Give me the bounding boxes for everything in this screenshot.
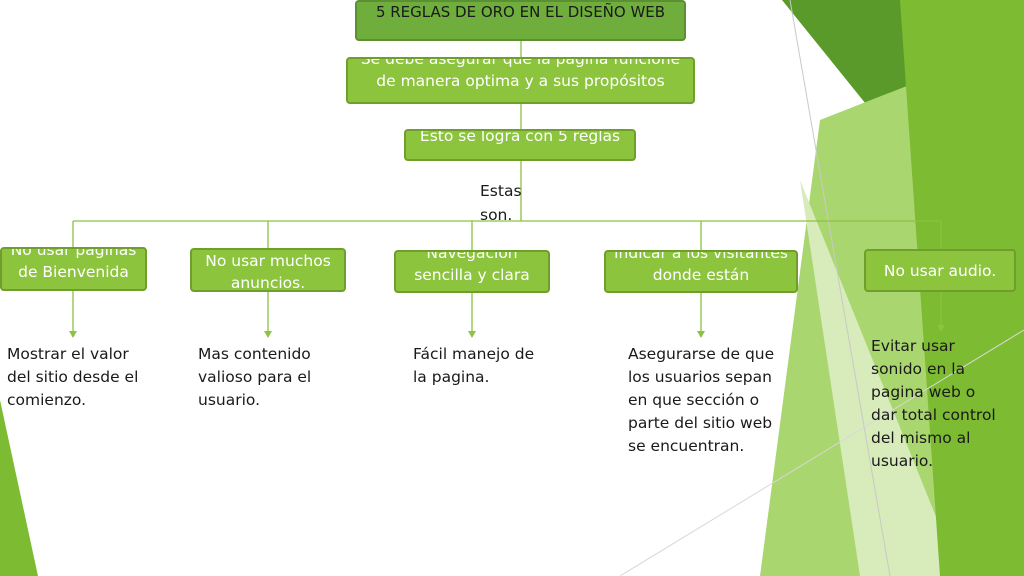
arrow-head-icon (697, 331, 705, 338)
rule-box-2: No usar muchos anuncios. (190, 248, 346, 292)
arrow-head-icon (468, 331, 476, 338)
title-box-text: 5 REGLAS DE ORO EN EL DISEÑO WEB (375, 3, 666, 21)
rule-detail-3: Fácil manejo de la pagina. (413, 345, 535, 386)
purpose-box-text: Se debe asegurar que la pagina funcione … (360, 57, 681, 90)
rule-title: Indicar a los visitantes donde están (613, 250, 789, 284)
arrow-head-icon (69, 331, 77, 338)
decor-shape-left (0, 400, 38, 576)
rule-detail-4: Asegurarse de que los usuarios sepan en … (628, 345, 775, 455)
rule-detail-5: Evitar usar sonido en la pagina web o da… (871, 337, 996, 470)
rule-title: No usar muchos anuncios. (205, 252, 331, 292)
rule-title: No usar audio. (883, 262, 997, 280)
connector-label: Estas son. (480, 182, 522, 224)
rule-box-3: Navegación sencilla y clara (394, 250, 550, 293)
rule-box-4: Indicar a los visitantes donde están (604, 250, 798, 293)
decor-line (619, 329, 1024, 576)
rule-title: No usar paginas de Bienvenida (10, 247, 137, 281)
rule-detail-2: Mas contenido valioso para el usuario. (198, 345, 312, 409)
rules-intro-box-text: Esto se logra con 5 reglas (419, 129, 621, 145)
rule-title: Navegación sencilla y clara (414, 250, 530, 284)
decor-line (789, 0, 891, 576)
rule-box-1: No usar paginas de Bienvenida (0, 247, 147, 291)
rules-intro-box: Esto se logra con 5 reglas (404, 129, 636, 161)
title-box: 5 REGLAS DE ORO EN EL DISEÑO WEB (355, 0, 686, 41)
rule-detail-1: Mostrar el valor del sitio desde el comi… (7, 345, 139, 409)
rule-box-5: No usar audio. (864, 249, 1016, 292)
decor-shape-right-pale (800, 180, 960, 576)
arrow-head-icon (264, 331, 272, 338)
purpose-box: Se debe asegurar que la pagina funcione … (346, 57, 695, 104)
arrow-head-icon (937, 325, 945, 332)
